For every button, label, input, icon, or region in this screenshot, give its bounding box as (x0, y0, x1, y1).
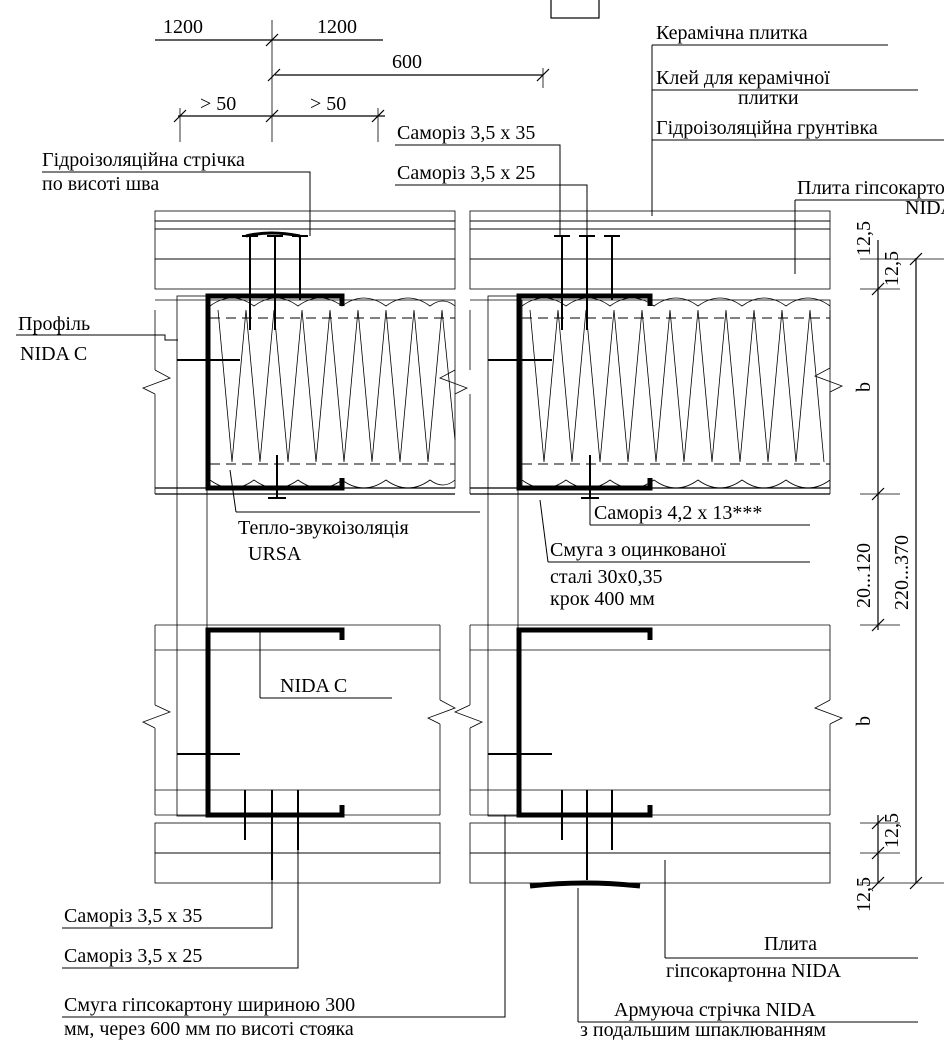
label-tape: Гідроізоляційна стрічка (42, 149, 245, 171)
leader-lines (16, 44, 944, 1023)
c-profile-left-top (205, 293, 345, 491)
label-screw-25-bottom: Саморіз 3,5 х 25 (64, 945, 202, 967)
c-profile-right-top (516, 293, 653, 491)
label-board-top: Плита гіпсокартонна (797, 177, 944, 199)
label-screw-25-top: Саморіз 3,5 х 25 (397, 162, 535, 184)
dim-r-b2: b (853, 716, 875, 726)
sheet-box (550, 0, 600, 19)
dim-r-board2: 12,5 (881, 251, 903, 286)
board-green-bottom-right (469, 258, 831, 290)
dim-r-gap: 20...120 (853, 543, 875, 608)
label-board-bottom: Плита (764, 933, 817, 955)
label-tape-2: по висоті шва (42, 173, 159, 195)
left-wall (141, 210, 469, 884)
label-tile-glue: Клей для керамічної (656, 67, 830, 89)
board-green-top-right (469, 228, 831, 260)
dim-min-left: > 50 (200, 93, 236, 115)
label-strip-2: сталі 30х0,35 (550, 566, 662, 588)
dim-span: 600 (392, 51, 422, 73)
dim-min-right: > 50 (310, 93, 346, 115)
label-insulation-2: URSA (248, 543, 302, 565)
label-board-top-2: NIDA (905, 197, 944, 219)
board-blue-bottom-right (469, 852, 831, 884)
label-strip-3: крок 400 мм (550, 588, 655, 610)
dim-r-board1: 12,5 (853, 221, 875, 256)
vertical-dimensions (860, 240, 944, 890)
board-blue-top-right (469, 822, 831, 854)
dim-top-left: 1200 (163, 16, 203, 38)
tile-layer-left (154, 210, 456, 222)
reinforcing-tape (529, 880, 641, 889)
label-tile-glue-2: плитки (738, 87, 799, 109)
label-gyps-strip-2: мм, через 600 мм по висоті стояка (64, 1018, 354, 1040)
gypsum-strip-left (176, 295, 208, 817)
right-wall (453, 210, 844, 889)
label-profile: Профіль (18, 313, 90, 335)
label-gyps-strip: Смуга гіпсокартону шириною 300 (64, 994, 355, 1016)
label-insulation: Тепло-звукоізоляція (238, 517, 409, 539)
top-dimensions (155, 20, 550, 142)
label-nida-c: NIDA C (280, 675, 347, 697)
dim-top-right: 1200 (317, 16, 357, 38)
label-board-bottom-2: гіпсокартонна NIDA (666, 960, 842, 982)
label-profile-2: NIDA C (20, 343, 87, 365)
insulation-left (209, 299, 456, 489)
label-ceramic-tile: Керамічна плитка (656, 22, 808, 44)
label-reinf-tape: Армуюча стрічка NIDA (614, 999, 816, 1021)
label-strip: Смуга з оцинкованої (550, 539, 727, 561)
label-reinf-tape-2: з подальшим шпаклюванням (580, 1019, 826, 1041)
dim-r-board3: 12,5 (881, 813, 903, 848)
c-profile-left-bottom (205, 627, 345, 818)
dim-r-board4: 12,5 (853, 877, 875, 912)
label-screw-35-top: Саморіз 3,5 х 35 (397, 122, 535, 144)
label-screw-35-bottom: Саморіз 3,5 х 35 (64, 905, 202, 927)
board-green-bottom-left (154, 258, 456, 290)
label-primer: Гідроізоляційна грунтівка (656, 117, 878, 139)
dim-r-b1: b (853, 382, 875, 392)
dim-r-total: 220...370 (891, 535, 913, 610)
label-screw-42: Саморіз 4,2 х 13*** (594, 502, 762, 524)
c-profile-right-bottom (516, 627, 653, 818)
tile-layer-right (469, 210, 831, 222)
gypsum-strip-right (487, 295, 519, 817)
board-green-top-left (154, 228, 456, 260)
